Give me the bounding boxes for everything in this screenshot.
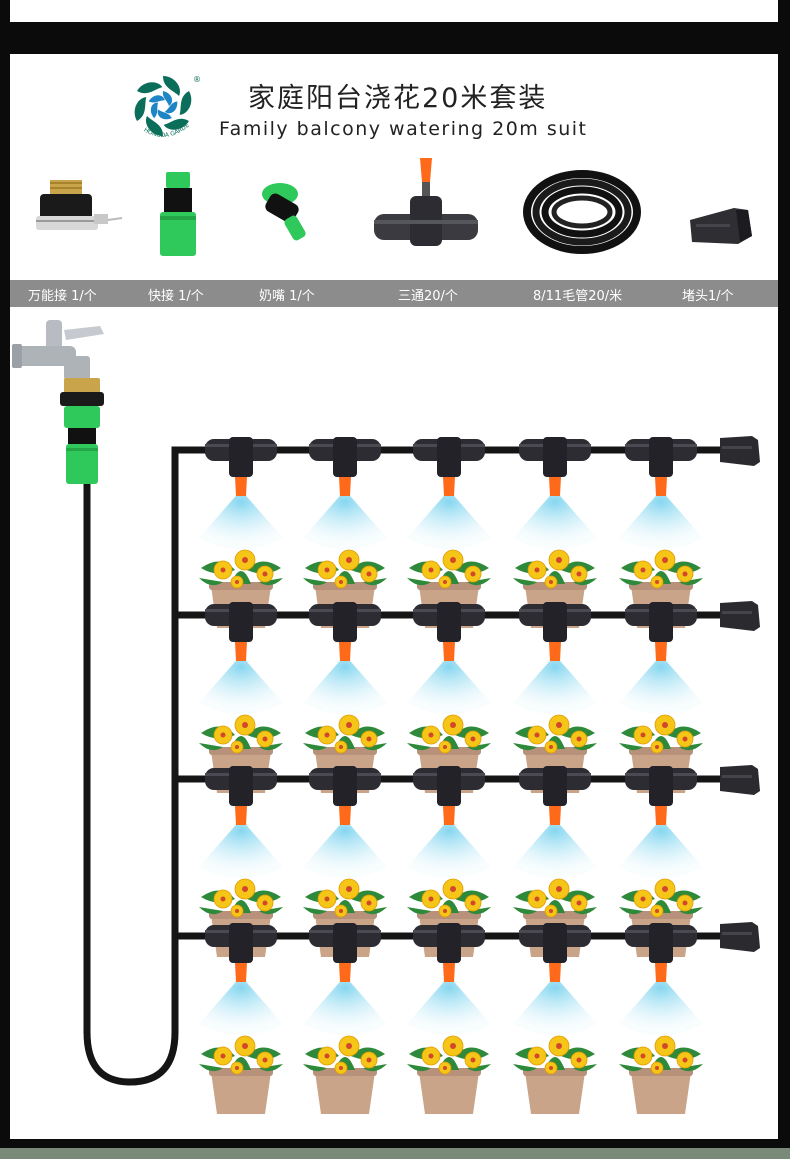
part-label-end-cap: 堵头1/个 (682, 289, 734, 304)
tee-sprayer-icon (205, 437, 277, 496)
top-strip (10, 0, 778, 22)
tee-sprayer-icon (309, 437, 381, 496)
end-cap-icon (720, 436, 760, 466)
flower-pot-icon (512, 975, 598, 1115)
part-label-tee-sprayer: 三通20/个 (398, 289, 458, 304)
product-panel: HONGDA GARDEN ® 家庭阳台浇花20米套装 Family balco… (10, 54, 778, 1139)
tee-sprayer-icon (625, 766, 697, 825)
tee-sprayer-icon (413, 766, 485, 825)
tee-sprayer-icon (625, 923, 697, 982)
registered-mark: ® (193, 75, 201, 84)
tee-sprayer-icon (309, 766, 381, 825)
part-label-hose: 8/11毛管20/米 (533, 289, 623, 304)
end-cap-icon (720, 765, 760, 795)
tee-sprayer-icon (205, 766, 277, 825)
tee-sprayer-icon (413, 923, 485, 982)
hongda-logo: HONGDA GARDEN ® (123, 70, 201, 139)
part-label-universal-adapter: 万能接 1/个 (28, 289, 97, 304)
tee-sprayer-icon (625, 437, 697, 496)
parts-label-bar: 万能接 1/个 快接 1/个 奶嘴 1/个 三通20/个 8/11毛管20/米 … (10, 280, 778, 307)
tee-sprayer-icon (309, 602, 381, 661)
tee-sprayer-icon (519, 437, 591, 496)
bottom-strip (0, 1148, 790, 1159)
title-en: Family balcony watering 20m suit (219, 118, 588, 140)
part-label-nipple-connector: 奶嘴 1/个 (259, 289, 315, 304)
end-cap-icon (720, 601, 760, 631)
faucet-icon (12, 320, 104, 484)
tee-sprayer-icon (519, 602, 591, 661)
title-cn: 家庭阳台浇花20米套装 (248, 83, 548, 114)
quick-connector-icon (160, 172, 196, 256)
nipple-connector-icon (262, 183, 306, 241)
irrigation-diagram (12, 320, 760, 1115)
tee-sprayer-icon (519, 766, 591, 825)
universal-adapter-icon (36, 180, 123, 230)
tee-sprayer-icon (625, 602, 697, 661)
tee-sprayer-icon (374, 158, 478, 246)
sprinkler-grid (198, 436, 760, 1115)
flower-pot-icon (406, 975, 492, 1115)
tee-sprayer-icon (309, 923, 381, 982)
tee-sprayer-icon (413, 602, 485, 661)
parts-row (10, 154, 778, 279)
tee-sprayer-icon (205, 923, 277, 982)
tee-sprayer-icon (519, 923, 591, 982)
hose-coil-icon (523, 170, 641, 254)
tee-sprayer-icon (205, 602, 277, 661)
flower-pot-icon (198, 975, 284, 1115)
part-label-quick-connector: 快接 1/个 (148, 289, 204, 304)
end-cap-icon (720, 922, 760, 952)
flower-pot-icon (302, 975, 388, 1115)
end-cap-icon (690, 208, 752, 244)
tee-sprayer-icon (413, 437, 485, 496)
supply-hose (83, 446, 730, 1086)
flower-pot-icon (618, 975, 704, 1115)
